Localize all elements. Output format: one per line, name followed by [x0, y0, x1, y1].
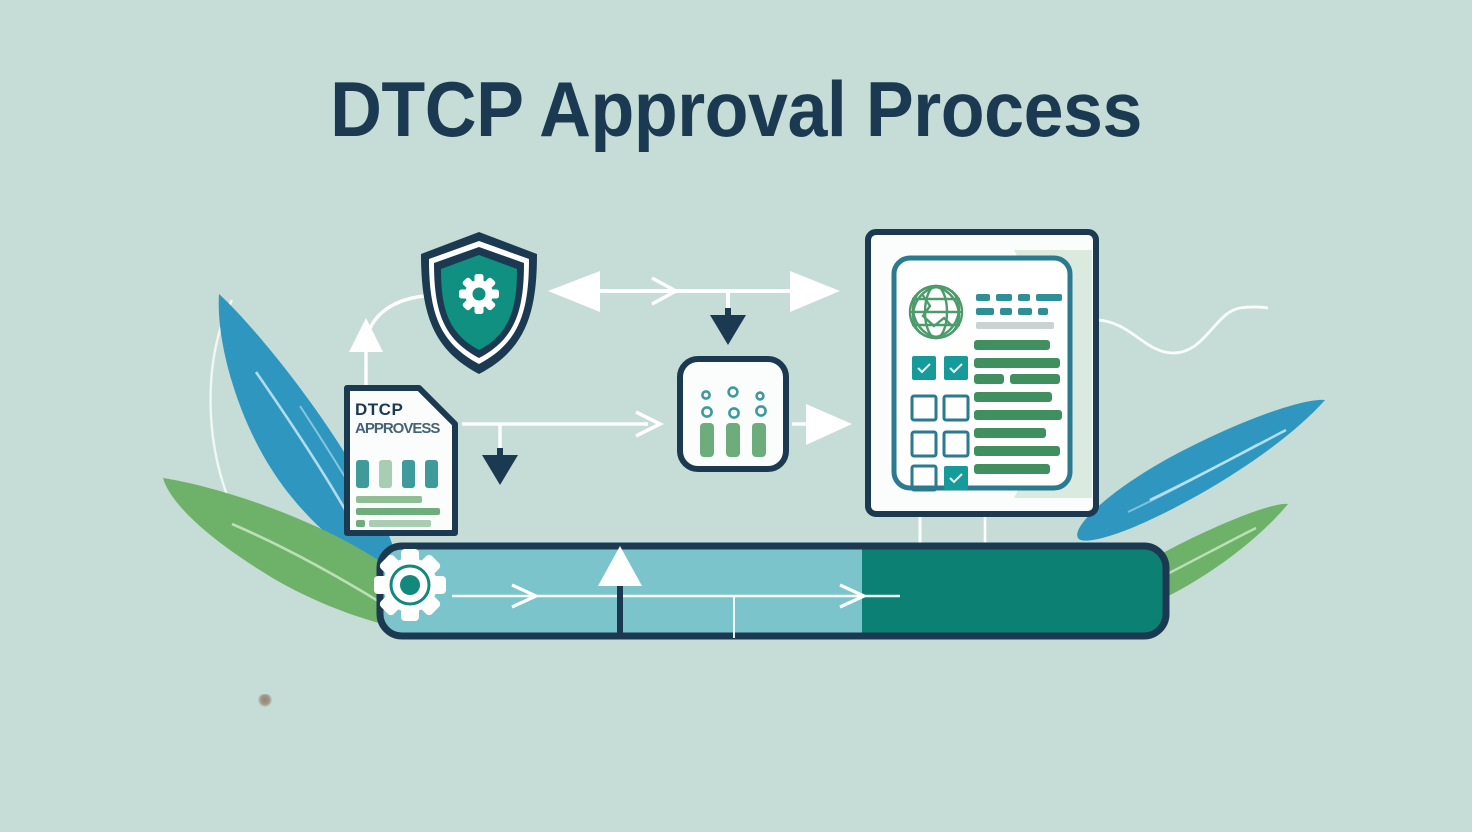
- document-to-review-arrow: [462, 410, 665, 438]
- review-to-certificate-arrow: [792, 404, 852, 445]
- approval-certificate-document: [864, 228, 1100, 518]
- document-title-line-1: DTCP: [355, 400, 404, 419]
- conveyor-right-segment: [862, 546, 1166, 636]
- gear-icon: [374, 549, 446, 621]
- document-title-line-2: APPROVESS: [355, 420, 440, 437]
- page-title: DTCP Approval Process: [330, 65, 1142, 153]
- body-text-lines: [974, 340, 1062, 474]
- conveyor-up-arrow: [598, 546, 642, 586]
- green-leaf-left: [163, 478, 443, 631]
- document-text-lines: [356, 496, 440, 527]
- white-wave-right: [1097, 305, 1269, 355]
- branch-down-to-review-arrow: [710, 291, 746, 345]
- document-bars: [356, 460, 438, 488]
- dtcp-application-document: DTCP APPROVESS: [341, 382, 461, 539]
- review-analysis-card: [676, 355, 790, 473]
- card-bars: [700, 423, 766, 457]
- dust-speck: [258, 694, 272, 707]
- globe-icon: [908, 284, 964, 340]
- shield-to-certificate-arrow: [548, 271, 840, 312]
- document-branch-down-arrow: [482, 424, 518, 485]
- checkbox-grid: [910, 356, 970, 492]
- header-dash-lines: [976, 294, 1062, 315]
- card-dots: [701, 386, 767, 419]
- blue-leaf-right: [1077, 399, 1325, 541]
- conveyor-flow-arrow-1: [511, 583, 540, 609]
- conveyor-flow-arrow-2: [839, 583, 868, 609]
- document-to-shield-arrow: [349, 294, 425, 390]
